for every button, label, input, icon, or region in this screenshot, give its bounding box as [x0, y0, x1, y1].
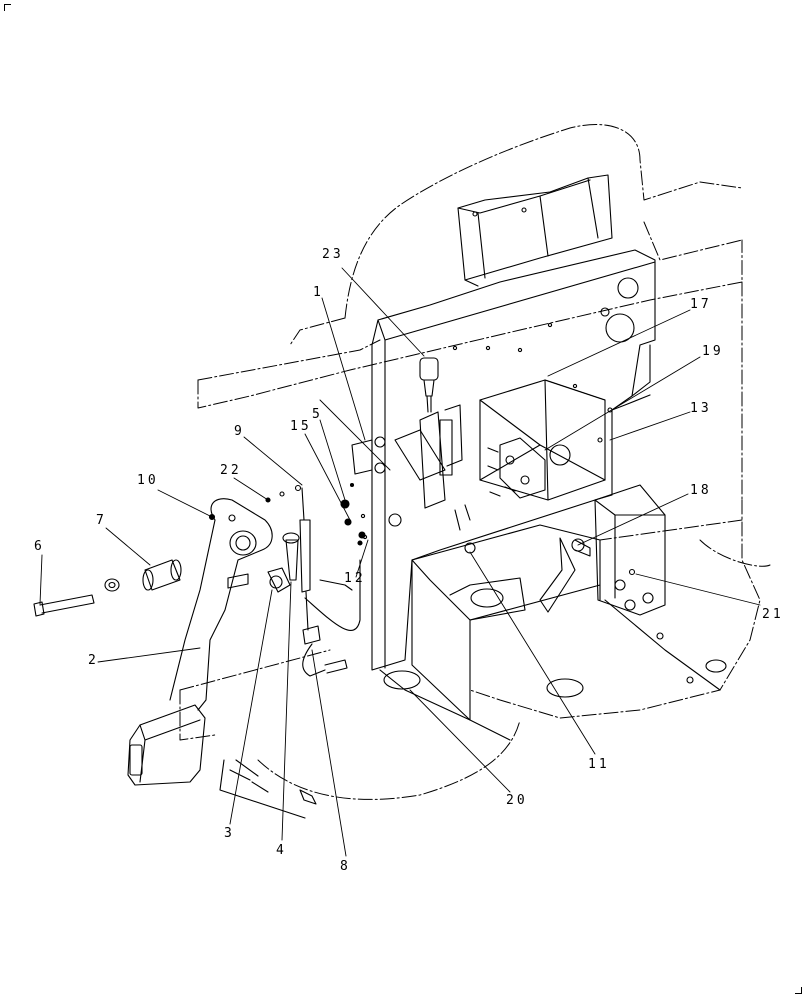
- callout-21: 22: [220, 463, 242, 478]
- spacer-7: [142, 559, 182, 591]
- callout-8: 8: [340, 859, 351, 874]
- leader-1: [321, 297, 366, 441]
- rear-bracket: [479, 379, 606, 501]
- callout-10: 10: [137, 473, 159, 488]
- callout-2: 2: [88, 653, 99, 668]
- pivot-pin-6: [33, 594, 95, 617]
- leader-15: [304, 433, 351, 521]
- leader-3: [229, 589, 273, 825]
- crop-mark-bottom-right: [795, 987, 802, 994]
- callout-7: 7: [96, 513, 107, 528]
- brake-pedal: [127, 498, 273, 786]
- leader-17: [577, 493, 689, 546]
- lower-step-box: [379, 524, 601, 741]
- leader-12: [355, 539, 369, 578]
- leader-2: [97, 647, 201, 663]
- callout-12: 12: [344, 571, 366, 586]
- washer: [104, 578, 120, 592]
- leader-23: [319, 399, 391, 471]
- switch-22: [419, 357, 439, 413]
- valve-assembly: [374, 404, 546, 554]
- callout-11: 11: [588, 757, 610, 772]
- callout-9: 9: [234, 424, 245, 439]
- leader-6: [39, 554, 43, 605]
- leader-20: [635, 573, 761, 606]
- leader-9: [243, 436, 303, 486]
- callout-19: 20: [506, 793, 528, 808]
- upper-console-box: [457, 174, 613, 287]
- leader-13: [609, 411, 691, 441]
- callout-5: 5: [312, 407, 323, 422]
- leader-18: [544, 356, 701, 451]
- right-bracket: [594, 484, 727, 691]
- leader-19: [409, 689, 511, 793]
- small-detail-marks: [219, 759, 317, 819]
- leader-11: [469, 551, 596, 755]
- callout-15: 15: [290, 419, 312, 434]
- callout-1: 1: [313, 285, 324, 300]
- crop-mark-top-left: [4, 4, 11, 11]
- callout-6: 6: [34, 539, 45, 554]
- leader-4: [281, 581, 292, 841]
- leader-7: [105, 527, 151, 566]
- leader-22: [341, 267, 425, 357]
- callout-18: 19: [702, 344, 724, 359]
- clevis-rod: [267, 484, 361, 677]
- callout-16: 17: [690, 297, 712, 312]
- leader-lines: [39, 267, 761, 857]
- callout-13: 13: [690, 401, 712, 416]
- cable-bracket: [539, 537, 591, 613]
- leader-5: [319, 419, 346, 501]
- callout-17: 18: [690, 483, 712, 498]
- phantom-cab-floor: [179, 124, 771, 800]
- callout-3: 3: [224, 826, 235, 841]
- main-panel: [351, 249, 656, 671]
- callout-20: 21: [762, 607, 784, 622]
- leader-8: [311, 649, 347, 857]
- callout-22: 23: [322, 247, 344, 262]
- leader-16: [547, 309, 691, 377]
- leader-10: [157, 489, 211, 517]
- leader-21: [233, 477, 269, 501]
- callout-4: 4: [276, 843, 287, 858]
